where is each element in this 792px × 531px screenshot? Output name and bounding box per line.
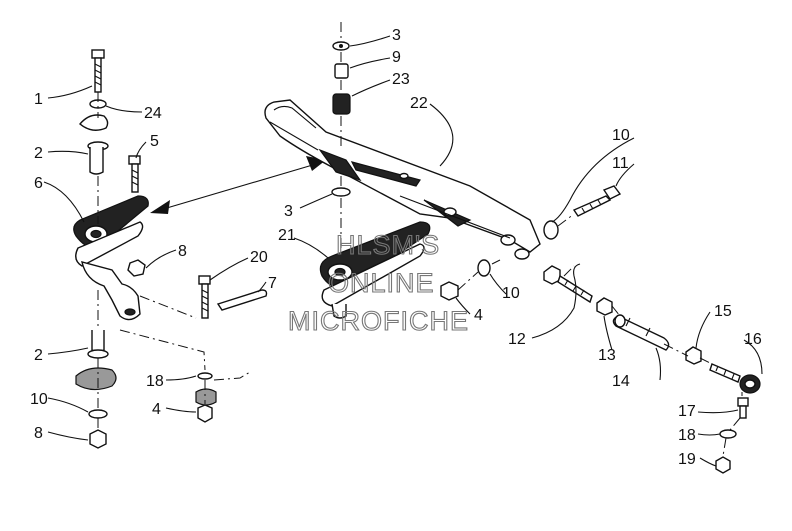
callout-7: 7 bbox=[268, 275, 277, 292]
center-stack bbox=[331, 22, 351, 256]
callout-24: 24 bbox=[144, 105, 162, 122]
bolt-part-1 bbox=[91, 49, 105, 93]
nut-part-8-lower bbox=[89, 429, 107, 449]
watermark-line-1: HLSM'S bbox=[336, 230, 440, 260]
callout-10-center: 10 bbox=[502, 285, 520, 302]
callout-4-left: 4 bbox=[152, 401, 161, 418]
bolt-part-11 bbox=[572, 185, 622, 217]
callout-8-upper: 8 bbox=[178, 243, 187, 260]
watermark-line-2: ONLINE bbox=[328, 268, 435, 298]
bushing-part-9 bbox=[334, 63, 349, 79]
callout-2-lower: 2 bbox=[34, 347, 43, 364]
nut-part-4-left bbox=[197, 404, 213, 423]
callout-19: 19 bbox=[678, 451, 696, 468]
washer-part-10-left bbox=[88, 409, 108, 419]
callout-10-left: 10 bbox=[30, 391, 48, 408]
callout-15: 15 bbox=[714, 303, 732, 320]
spacer-left bbox=[195, 388, 217, 406]
callout-3-upper: 3 bbox=[392, 27, 401, 44]
callout-18-right: 18 bbox=[678, 427, 696, 444]
callout-21: 21 bbox=[278, 227, 296, 244]
shim-plate-lower bbox=[75, 367, 117, 391]
callout-12: 12 bbox=[508, 331, 526, 348]
callout-6: 6 bbox=[34, 175, 43, 192]
washer-part-3-lower bbox=[331, 187, 351, 197]
callout-16: 16 bbox=[744, 331, 762, 348]
cotter-pin-part-7 bbox=[216, 289, 268, 311]
watermark-line-3: MICROFICHE bbox=[288, 306, 469, 336]
nut-part-15 bbox=[685, 346, 702, 365]
bolt-part-20 bbox=[198, 275, 211, 319]
callout-17: 17 bbox=[678, 403, 696, 420]
callout-14: 14 bbox=[612, 373, 630, 390]
callout-3-lower: 3 bbox=[284, 203, 293, 220]
callout-2-upper: 2 bbox=[34, 145, 43, 162]
callout-9: 9 bbox=[392, 49, 401, 66]
callout-5: 5 bbox=[150, 133, 159, 150]
callout-4-center: 4 bbox=[474, 307, 483, 324]
callout-23: 23 bbox=[392, 71, 410, 88]
callout-13: 13 bbox=[598, 347, 616, 364]
callout-22: 22 bbox=[410, 95, 428, 112]
left-pivot-assembly bbox=[73, 49, 268, 449]
alignment-arrow bbox=[150, 156, 326, 214]
washer-part-10-right bbox=[543, 220, 559, 240]
nut-part-13 bbox=[596, 297, 613, 316]
bolt-part-5 bbox=[128, 155, 141, 193]
washer-part-10-center bbox=[477, 259, 491, 277]
shim-plate bbox=[79, 114, 109, 131]
callout-10-right: 10 bbox=[612, 127, 630, 144]
callout-20: 20 bbox=[250, 249, 268, 266]
callout-18-left: 18 bbox=[146, 373, 164, 390]
spacer-part-23 bbox=[332, 93, 351, 115]
nut-part-8-upper bbox=[127, 259, 146, 277]
pivot-bracket-part-6 bbox=[73, 195, 149, 321]
callout-11: 11 bbox=[612, 155, 629, 172]
callout-8-lower: 8 bbox=[34, 425, 43, 442]
bushing-part-2-lower bbox=[87, 330, 109, 359]
callout-1: 1 bbox=[34, 91, 43, 108]
adjuster-tube-part-14 bbox=[612, 314, 670, 351]
bracket-part-21 bbox=[319, 221, 431, 319]
bolt-part-17 bbox=[737, 397, 749, 419]
tie-rod-arm-part-22 bbox=[264, 99, 541, 260]
nut-part-19 bbox=[715, 456, 731, 474]
callout-labels: 1 24 2 5 6 8 20 7 2 18 10 4 8 3 9 23 22 … bbox=[30, 27, 762, 468]
bushing-part-2-upper bbox=[87, 141, 109, 175]
nut-part-4-center bbox=[440, 281, 459, 301]
washer-part-18-right bbox=[719, 429, 737, 439]
watermark: HLSM'S ONLINE MICROFICHE bbox=[287, 229, 469, 336]
washer-part-18-left bbox=[197, 372, 213, 380]
rod-end-part-16 bbox=[709, 363, 761, 394]
right-tie-rod bbox=[543, 185, 761, 474]
leader-lines bbox=[43, 35, 763, 467]
